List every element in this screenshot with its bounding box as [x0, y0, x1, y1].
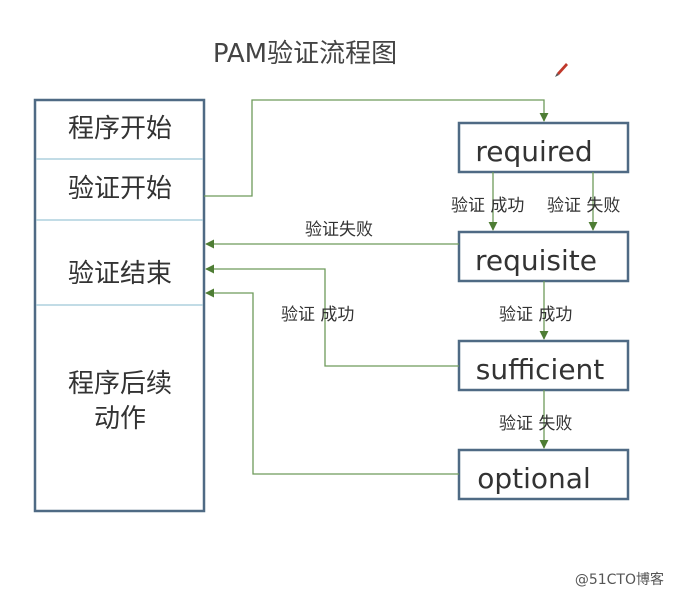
connector-optional-to-end [205, 288, 459, 475]
cursor-icon [555, 63, 568, 77]
connector-auth-start-to-required [204, 99, 549, 197]
module-optional: optional [457, 448, 630, 501]
section-auth-end: 验证结束 [68, 259, 172, 289]
module-optional-label: optional [477, 462, 590, 495]
module-requisite-label: requisite [475, 244, 597, 277]
section-actions: 动作 [94, 404, 146, 434]
module-required-label: required [475, 135, 592, 168]
edge-label-requisite-success: 验证 成功 [499, 305, 572, 325]
section-program-followup: 程序后续 [68, 369, 172, 399]
edge-label-sufficient-fail: 验证 失败 [499, 414, 572, 434]
module-optional-box [457, 448, 630, 501]
connector-sufficient-success [205, 264, 459, 367]
diagram-title: PAM验证流程图 [213, 39, 397, 69]
edge-label-sufficient-success: 验证 成功 [281, 305, 354, 325]
module-sufficient-label: sufficient [476, 353, 605, 386]
module-sufficient: sufficient [457, 339, 630, 392]
module-required-box [457, 121, 630, 174]
module-required: required [457, 121, 630, 174]
section-auth-start: 验证开始 [68, 174, 172, 204]
module-requisite-box [457, 230, 630, 283]
module-requisite: requisite [457, 230, 630, 283]
edge-label-required-success: 验证 成功 [451, 196, 524, 216]
section-program-start: 程序开始 [68, 114, 172, 144]
left-panel: 程序开始 验证开始 验证结束 程序后续 动作 [33, 98, 206, 513]
watermark: @51CTO博客 [575, 571, 664, 588]
edge-label-requisite-fail: 验证失败 [305, 220, 373, 240]
edge-label-required-fail: 验证 失败 [547, 196, 620, 216]
